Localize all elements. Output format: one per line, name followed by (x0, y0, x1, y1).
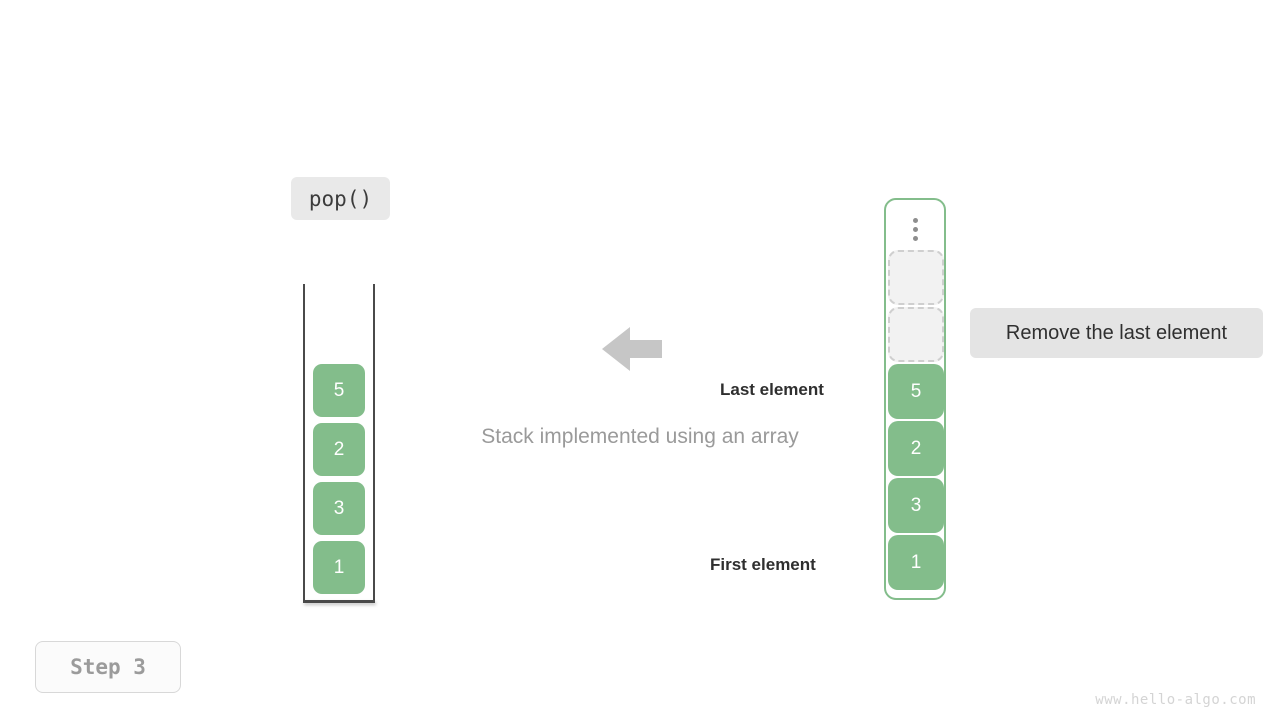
array-cell-empty (888, 250, 944, 305)
stack-container: 5 2 3 1 (303, 284, 375, 604)
step-badge: Step 3 (35, 641, 181, 693)
stack-cell: 1 (313, 541, 365, 594)
array-cell: 2 (888, 421, 944, 476)
stack-cell: 5 (313, 364, 365, 417)
array-cell: 3 (888, 478, 944, 533)
vertical-ellipsis-icon (886, 210, 944, 248)
ellipsis-dot (912, 217, 918, 223)
array-cell: 1 (888, 535, 944, 590)
operation-badge-pop: pop() (291, 177, 390, 220)
watermark: www.hello-algo.com (1095, 692, 1256, 708)
stack-wall-right (373, 284, 375, 602)
stack-cell: 2 (313, 423, 365, 476)
stack-cell-list: 5 2 3 1 (313, 364, 365, 594)
array-cell: 5 (888, 364, 944, 419)
array-cell-empty (888, 307, 944, 362)
stack-cell: 3 (313, 482, 365, 535)
annotation-first-element: First element (710, 555, 816, 574)
annotation-last-element: Last element (720, 380, 824, 399)
stack-wall-left (303, 284, 305, 602)
diagram-caption: Stack implemented using an array (0, 425, 1280, 449)
ellipsis-dot (912, 235, 918, 241)
diagram-caption-text: Stack implemented using an array (481, 425, 799, 448)
tooltip-remove-last-element: Remove the last element (970, 308, 1263, 358)
arrow-left-icon (602, 319, 662, 379)
stack-floor (303, 600, 375, 603)
ellipsis-dot (912, 226, 918, 232)
